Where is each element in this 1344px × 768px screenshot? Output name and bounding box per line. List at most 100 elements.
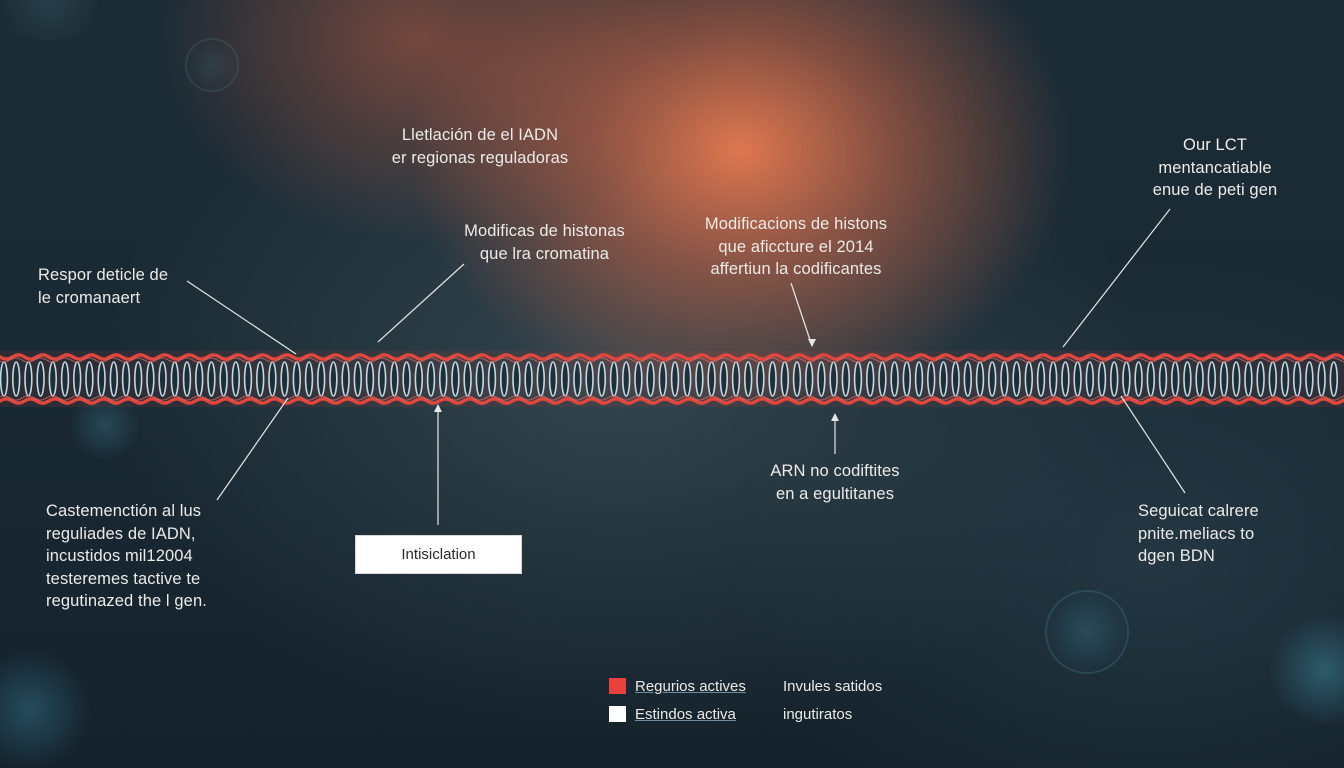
dna-rung xyxy=(1244,361,1253,397)
dna-rung xyxy=(853,361,863,397)
dna-rung xyxy=(487,361,497,397)
legend-label-inactive: Estindos activa xyxy=(635,706,736,723)
dna-rung xyxy=(817,361,826,397)
dna-rung xyxy=(1305,361,1314,397)
dna-rung xyxy=(1170,361,1180,397)
dna-rung xyxy=(1122,361,1131,397)
dna-rung xyxy=(670,361,680,397)
dna-rung xyxy=(756,361,765,397)
dna-rung xyxy=(500,361,509,397)
dna-rung xyxy=(170,361,180,397)
dna-rung xyxy=(1097,361,1107,397)
arrow-heads xyxy=(434,339,839,421)
dna-rung xyxy=(536,361,545,397)
dna-rung xyxy=(1061,361,1070,397)
dna-rung xyxy=(439,361,448,397)
dna-rung xyxy=(646,361,655,397)
leader-line xyxy=(186,280,297,355)
dna-rung xyxy=(1195,361,1204,397)
legend-swatch-red xyxy=(609,678,626,694)
dna-rung xyxy=(12,361,21,397)
leader-line xyxy=(377,263,465,343)
label-bottom-mid: ARN no codiftites en a egultitanes xyxy=(770,462,900,503)
dna-strand-highlight xyxy=(0,395,1344,401)
label-histone-left: Modificas de histonas que lra cromatina xyxy=(464,222,625,263)
dna-rung xyxy=(719,361,728,397)
dna-rung xyxy=(1036,361,1046,397)
dna-rung xyxy=(1183,361,1192,397)
dna-rung xyxy=(243,361,253,397)
dna-rung xyxy=(24,361,33,397)
dna-rung xyxy=(731,361,741,397)
dna-rung xyxy=(231,361,241,397)
dna-rung xyxy=(121,361,131,397)
dna-rung xyxy=(1329,361,1339,397)
label-top-right: Our LCT mentancatiable enue de peti gen xyxy=(1152,136,1278,199)
dna-rung xyxy=(1207,361,1217,397)
dna-rung xyxy=(585,361,594,397)
dna-rung xyxy=(1256,361,1265,397)
dna-rung xyxy=(548,361,558,397)
dna-rung xyxy=(1292,361,1302,397)
dna-rung xyxy=(512,361,521,397)
dna-rung xyxy=(1024,361,1034,397)
dna-strand-highlight xyxy=(0,357,1344,363)
dna-rung xyxy=(414,361,423,397)
dna-rung xyxy=(1048,361,1058,397)
dna-rung xyxy=(841,361,850,397)
label-histone-right: Modificacions de histons que aficcture e… xyxy=(704,215,888,278)
dna-rung xyxy=(72,361,82,397)
dna-rung xyxy=(682,361,692,397)
legend-swatch-white xyxy=(609,706,626,722)
initiation-box: Intisiclation xyxy=(355,535,522,574)
dna-rung xyxy=(634,361,643,397)
dna-rung xyxy=(524,361,533,397)
dna-rung xyxy=(146,361,155,397)
dna-rung xyxy=(1073,361,1082,397)
dna-rung xyxy=(1134,361,1143,397)
dna-rung xyxy=(158,361,167,397)
dna-rung xyxy=(914,361,924,397)
dna-rung xyxy=(890,361,899,397)
dna-rung xyxy=(475,361,484,397)
dna-rung xyxy=(1146,361,1156,397)
legend-note-active: Invules satidos xyxy=(783,678,883,695)
dna-rung xyxy=(829,361,838,397)
dna-rung xyxy=(963,361,972,397)
dna-rung xyxy=(573,361,582,397)
dna-strand-bottom xyxy=(0,397,1344,405)
dna-rung xyxy=(743,361,753,397)
dna-rung xyxy=(182,361,192,397)
dna-rung xyxy=(951,361,960,397)
dna-rung xyxy=(353,361,362,397)
dna-rung xyxy=(109,361,119,397)
leader-line xyxy=(790,282,813,347)
dna-rung xyxy=(1109,361,1119,397)
dna-rung xyxy=(0,361,9,397)
dna-rung xyxy=(975,361,985,397)
dna-rung xyxy=(780,361,789,397)
dna-rung xyxy=(609,361,619,397)
leader-line xyxy=(216,397,289,501)
dna-rung xyxy=(207,361,216,397)
dna-rung xyxy=(268,361,277,397)
dna-rung xyxy=(292,361,301,397)
dna-rung xyxy=(60,361,70,397)
dna-rung xyxy=(621,361,631,397)
dna-rung xyxy=(987,361,997,397)
dna-rung xyxy=(597,361,606,397)
arrow-head xyxy=(831,413,839,421)
dna-rung xyxy=(878,361,887,397)
dna-rung xyxy=(658,361,667,397)
dna-rung xyxy=(390,361,399,397)
dna-rung xyxy=(695,361,704,397)
dna-rung xyxy=(219,361,228,397)
dna-rung xyxy=(1280,361,1290,397)
dna-rung xyxy=(1085,361,1095,397)
dna-rung xyxy=(804,361,814,397)
dna-rung xyxy=(865,361,875,397)
dna-rung xyxy=(195,361,204,397)
leader-lines xyxy=(186,208,1186,525)
